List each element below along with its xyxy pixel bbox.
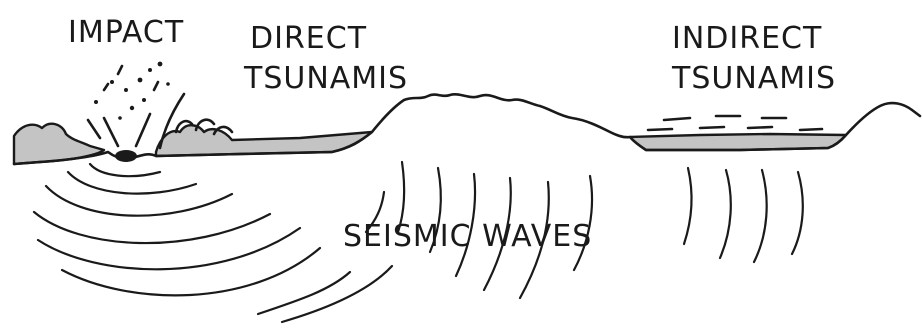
direct-tsunamis-label-line1: DIRECT (250, 21, 367, 56)
impact-crater (115, 150, 137, 162)
direct-tsunamis-label-line2: TSUNAMIS (243, 61, 408, 96)
seismic-waves-label: SEISMIC WAVES (343, 219, 592, 254)
seismic-wave-arcs (32, 160, 804, 324)
indirect-tsunami-ripples (646, 114, 824, 132)
indirect-tsunamis-label-line1: INDIRECT (672, 21, 822, 56)
impact-label: IMPACT (68, 15, 184, 50)
direct-tsunami-water (154, 124, 374, 158)
direct-tsunami-curls (174, 118, 234, 136)
impact-ejecta (86, 61, 186, 150)
left-water-splash (12, 122, 106, 166)
indirect-tsunamis-label-line2: TSUNAMIS (671, 61, 836, 96)
terrain-outline (12, 93, 922, 166)
